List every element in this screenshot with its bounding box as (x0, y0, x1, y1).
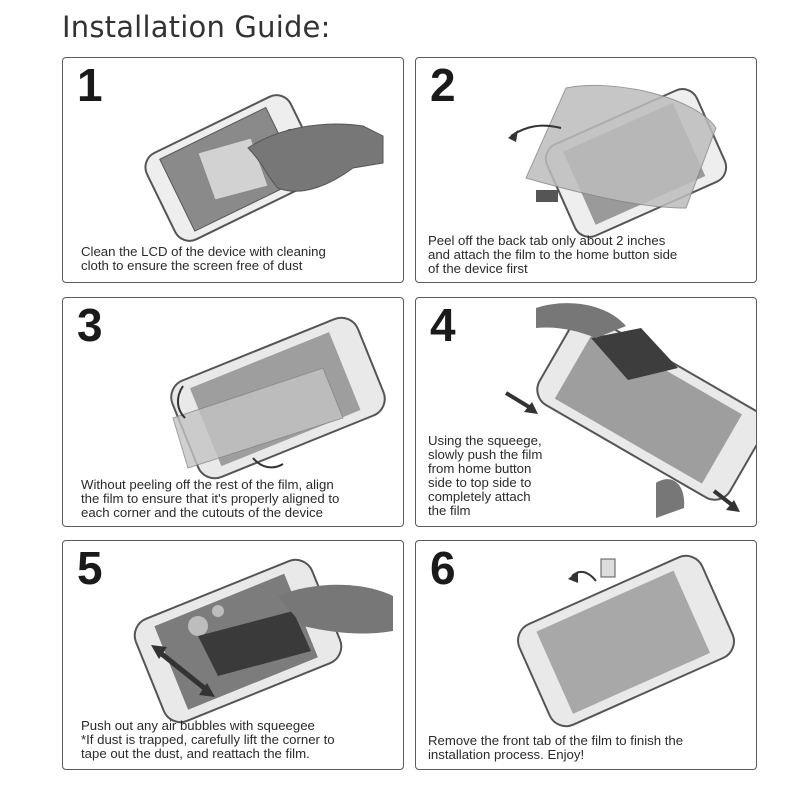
step-panel-4: 4 Using the squeege, slowly push the fil… (415, 297, 757, 527)
step-number: 1 (77, 59, 103, 111)
phone-finish-illustration (517, 554, 735, 728)
step-panel-2: 2 Peel off the back tab only about 2 inc… (415, 57, 757, 283)
phone-squeegee-illustration (504, 303, 756, 518)
step-caption: Clean the LCD of the device with cleanin… (81, 244, 326, 273)
step-caption: Using the squeege, slowly push the film … (428, 433, 543, 518)
step-number: 2 (430, 59, 456, 111)
step-panel-3: 3 Without peeling off the rest of the fi… (62, 297, 404, 527)
phone-align-illustration (170, 316, 386, 480)
step-number: 4 (430, 299, 456, 351)
page-title: Installation Guide: (62, 10, 331, 44)
step-caption: Push out any air bubbles with squeegee *… (81, 718, 335, 761)
phone-peel-illustration (508, 84, 728, 238)
phone-cleaning-illustration (144, 94, 384, 242)
step-caption: Without peeling off the rest of the film… (81, 477, 340, 520)
step-panel-5: 5 Push out any air bubbles with squeegee… (62, 540, 404, 770)
step-panel-1: 1 Clean the LCD of the device with clean… (62, 57, 404, 283)
step-number: 3 (77, 299, 103, 351)
step-caption: Remove the front tab of the film to fini… (428, 733, 684, 762)
step-panel-6: 6 Remove the front tab of the film to fi… (415, 540, 757, 770)
step-caption: Peel off the back tab only about 2 inche… (428, 233, 678, 276)
step-number: 5 (77, 542, 103, 594)
step-number: 6 (430, 542, 456, 594)
phone-bubbles-illustration (133, 558, 393, 724)
